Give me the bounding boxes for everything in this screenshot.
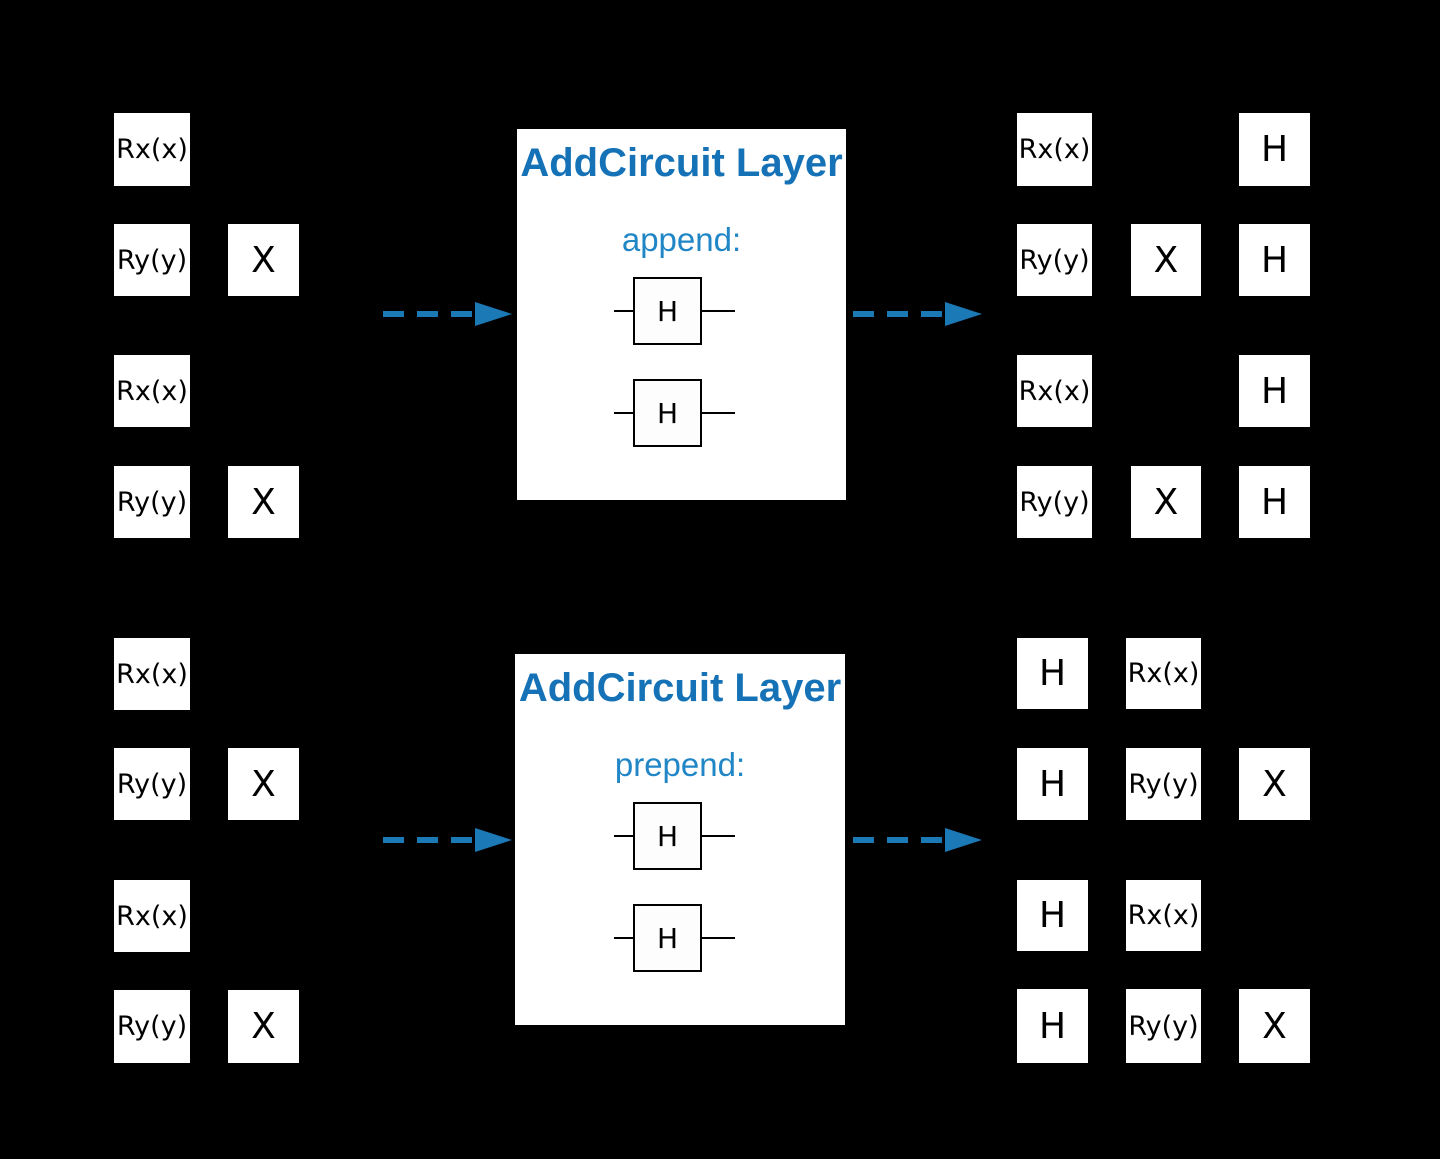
circuit-h-gate: H (614, 904, 735, 972)
addcircuit-title: AddCircuit Layer (518, 666, 842, 710)
gate-ry: Ry(y) (114, 466, 190, 538)
gate-rx: Rx(x) (114, 113, 190, 186)
dashed-arrow (853, 828, 982, 852)
wire-left (614, 310, 633, 312)
append-label: append: (621, 221, 742, 258)
h-gate-box: H (633, 277, 702, 345)
prepend-label: prepend: (614, 746, 746, 783)
gate-ry: Ry(y) (114, 224, 190, 296)
gate-h: H (1017, 880, 1088, 951)
gate-rx: Rx(x) (114, 355, 190, 427)
gate-rx: Rx(x) (114, 880, 190, 952)
wire-left (614, 937, 633, 939)
gate-x: X (1131, 466, 1201, 538)
gate-rx: Rx(x) (1126, 880, 1201, 951)
gate-x: X (228, 224, 299, 296)
gate-h: H (1239, 224, 1310, 296)
gate-x: X (228, 990, 299, 1063)
gate-x: X (1239, 989, 1310, 1063)
dashed-arrow (383, 302, 512, 326)
dashed-arrow (383, 828, 512, 852)
gate-ry: Ry(y) (114, 990, 190, 1063)
gate-h: H (1017, 748, 1088, 820)
circuit-h-gate: H (614, 379, 735, 447)
circuit-h-gate: H (614, 277, 735, 345)
gate-rx: Rx(x) (114, 638, 190, 710)
h-gate-box: H (633, 904, 702, 972)
gate-x: X (1239, 748, 1310, 820)
gate-x: X (228, 466, 299, 538)
gate-x: X (1131, 224, 1201, 296)
wire-left (614, 835, 633, 837)
wire-right (702, 937, 735, 939)
circuit-h-gate: H (614, 802, 735, 870)
gate-h: H (1017, 638, 1088, 709)
gate-rx: Rx(x) (1017, 355, 1092, 427)
gate-h: H (1239, 466, 1310, 538)
gate-h: H (1239, 355, 1310, 427)
wire-right (702, 412, 735, 414)
wire-right (702, 835, 735, 837)
wire-right (702, 310, 735, 312)
gate-ry: Ry(y) (1017, 224, 1092, 296)
dashed-arrow (853, 302, 982, 326)
gate-rx: Rx(x) (1126, 638, 1201, 709)
addcircuit-title: AddCircuit Layer (520, 141, 843, 185)
wire-left (614, 412, 633, 414)
gate-x: X (228, 748, 299, 820)
gate-ry: Ry(y) (114, 748, 190, 820)
gate-h: H (1239, 113, 1310, 186)
gate-h: H (1017, 989, 1088, 1063)
h-gate-box: H (633, 379, 702, 447)
addcircuit-box-append: AddCircuit Layer append: H H (517, 129, 846, 500)
gate-rx: Rx(x) (1017, 113, 1092, 186)
gate-ry: Ry(y) (1017, 466, 1092, 538)
gate-ry: Ry(y) (1126, 989, 1201, 1063)
h-gate-box: H (633, 802, 702, 870)
addcircuit-box-prepend: AddCircuit Layer prepend: H H (515, 654, 845, 1025)
gate-ry: Ry(y) (1126, 748, 1201, 820)
